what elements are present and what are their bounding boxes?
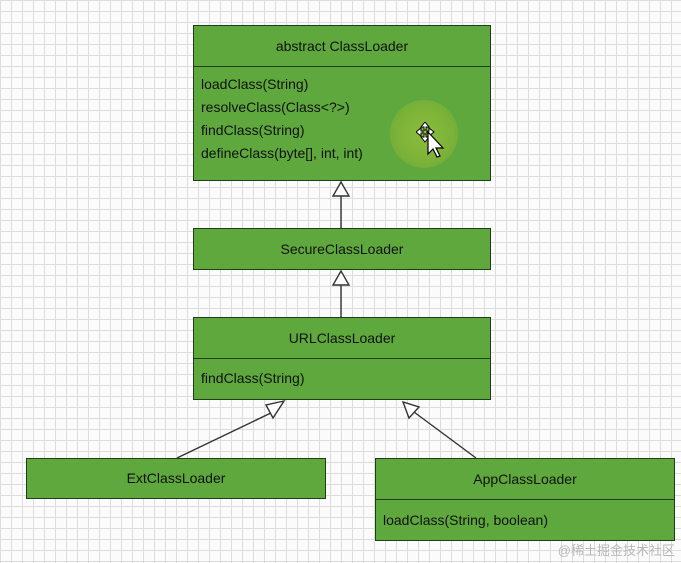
class-urlclassloader-divider <box>194 358 490 359</box>
class-classloader-methods: loadClass(String) resolveClass(Class<?>)… <box>194 67 490 165</box>
class-extclassloader[interactable]: ExtClassLoader <box>26 458 326 499</box>
class-appclassloader-methods: loadClass(String, boolean) <box>376 500 674 532</box>
arrowhead-url-left <box>264 399 286 420</box>
class-classloader-divider <box>194 66 490 67</box>
class-urlclassloader-methods: findClass(String) <box>194 359 490 390</box>
arrowhead-classloader <box>331 180 351 197</box>
arrow-ext-to-url <box>176 410 276 459</box>
class-urlclassloader[interactable]: URLClassLoader findClass(String) <box>193 317 491 400</box>
class-appclassloader-divider <box>376 499 674 500</box>
watermark-text: @稀土掘金技术社区 <box>557 543 675 558</box>
arrowhead-url-right <box>401 400 421 420</box>
method-resolveclass: resolveClass(Class<?>) <box>201 99 350 115</box>
method-app-loadclass: loadClass(String, boolean) <box>383 512 548 528</box>
class-extclassloader-name: ExtClassLoader <box>126 470 226 486</box>
method-loadclass: loadClass(String) <box>201 76 309 92</box>
arrow-app-to-url <box>413 411 477 459</box>
arrowhead-secure <box>331 269 351 286</box>
class-classloader-name: abstract ClassLoader <box>275 38 409 54</box>
method-findclass: findClass(String) <box>201 122 305 138</box>
class-urlclassloader-name: URLClassLoader <box>288 330 396 346</box>
method-defineclass: defineClass(byte[], int, int) <box>201 145 363 161</box>
class-secureclassloader[interactable]: SecureClassLoader <box>193 228 491 270</box>
method-url-findclass: findClass(String) <box>201 370 305 386</box>
class-secureclassloader-name: SecureClassLoader <box>280 240 404 257</box>
class-appclassloader[interactable]: AppClassLoader loadClass(String, boolean… <box>375 458 675 541</box>
move-cursor-icon <box>416 122 445 158</box>
class-appclassloader-name: AppClassLoader <box>473 471 577 487</box>
